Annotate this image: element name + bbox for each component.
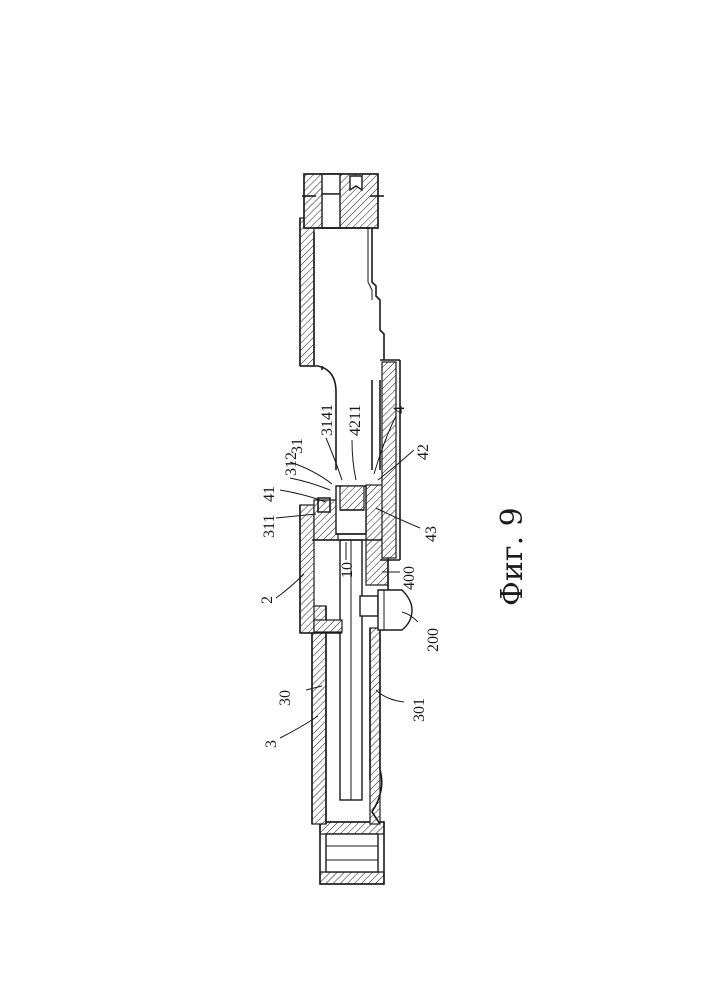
label-3141: 3141 [319, 404, 336, 436]
label-200: 200 [425, 628, 442, 652]
label-4211: 4211 [347, 405, 364, 436]
left-end-socket [320, 822, 384, 884]
label-3: 3 [263, 740, 280, 748]
label-301: 301 [411, 698, 428, 722]
label-31: 31 [289, 438, 306, 454]
knob-200 [360, 590, 412, 630]
upper-housing [300, 218, 384, 470]
tool-cross-section [300, 174, 412, 884]
label-43: 43 [423, 526, 440, 542]
label-400: 400 [401, 566, 418, 590]
label-311: 311 [261, 515, 278, 538]
label-41: 41 [261, 486, 278, 502]
label-10: 10 [339, 562, 356, 578]
label-2: 2 [259, 596, 276, 604]
bracket-400 [380, 360, 400, 560]
figure-caption: Фиг. 9 [495, 507, 530, 606]
top-end-nut [302, 174, 384, 228]
label-4: 4 [391, 406, 408, 414]
label-312: 312 [283, 452, 300, 476]
label-42: 42 [415, 444, 432, 460]
label-30: 30 [277, 690, 294, 706]
